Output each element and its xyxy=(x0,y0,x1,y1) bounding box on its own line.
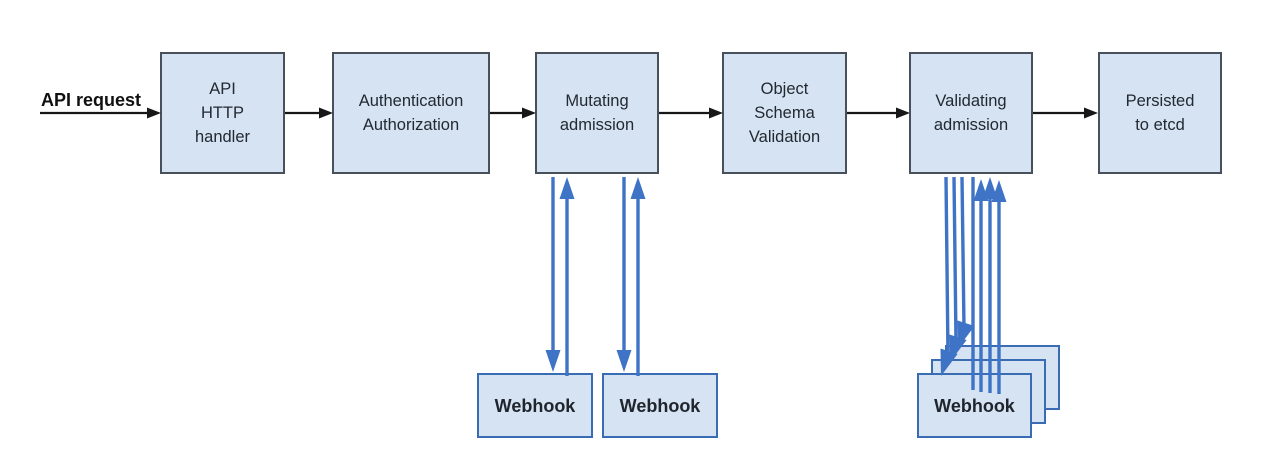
stage-authentication-authorization-label: Authentication Authorization xyxy=(358,92,464,134)
stage-persisted-to-etcd-label: Persisted to etcd xyxy=(1125,92,1195,134)
arrow-handler-to-auth xyxy=(285,107,333,119)
arrow-mutating-webhook-1-down xyxy=(545,177,561,372)
arrow-schema-to-validating xyxy=(847,107,910,119)
stage-mutating-admission: Mutating admission xyxy=(535,52,659,174)
validating-webhook-stack-front: Webhook xyxy=(917,373,1032,438)
arrow-mutating-webhook-1-up xyxy=(559,177,575,376)
mutating-webhook-2: Webhook xyxy=(602,373,718,438)
arrow-mutating-webhook-2-down xyxy=(616,177,632,372)
stage-api-http-handler-label: API HTTP handler xyxy=(194,80,251,146)
mutating-webhook-1-label: Webhook xyxy=(494,395,576,416)
mutating-webhook-2-label: Webhook xyxy=(619,395,701,416)
stage-persisted-to-etcd: Persisted to etcd xyxy=(1098,52,1222,174)
stage-validating-admission-label: Validating admission xyxy=(933,92,1009,134)
arrow-validating-webhook-down-2 xyxy=(949,176,967,362)
stage-mutating-admission-label: Mutating admission xyxy=(559,92,635,134)
validating-webhook-label: Webhook xyxy=(934,395,1015,416)
arrow-validating-webhook-down-3 xyxy=(957,176,975,348)
arrow-validating-to-etcd xyxy=(1033,107,1098,119)
arrow-mutating-webhook-2-up xyxy=(630,177,646,376)
arrow-auth-to-mutating xyxy=(490,107,536,119)
stage-validating-admission: Validating admission xyxy=(909,52,1033,174)
mutating-webhook-1: Webhook xyxy=(477,373,593,438)
arrow-mutating-to-schema xyxy=(659,107,723,119)
stage-authentication-authorization: Authentication Authorization xyxy=(332,52,490,174)
stage-object-schema-validation-label: Object Schema Validation xyxy=(748,80,821,146)
stage-api-http-handler: API HTTP handler xyxy=(160,52,285,174)
api-request-label: API request xyxy=(41,90,142,110)
stage-object-schema-validation: Object Schema Validation xyxy=(722,52,847,174)
